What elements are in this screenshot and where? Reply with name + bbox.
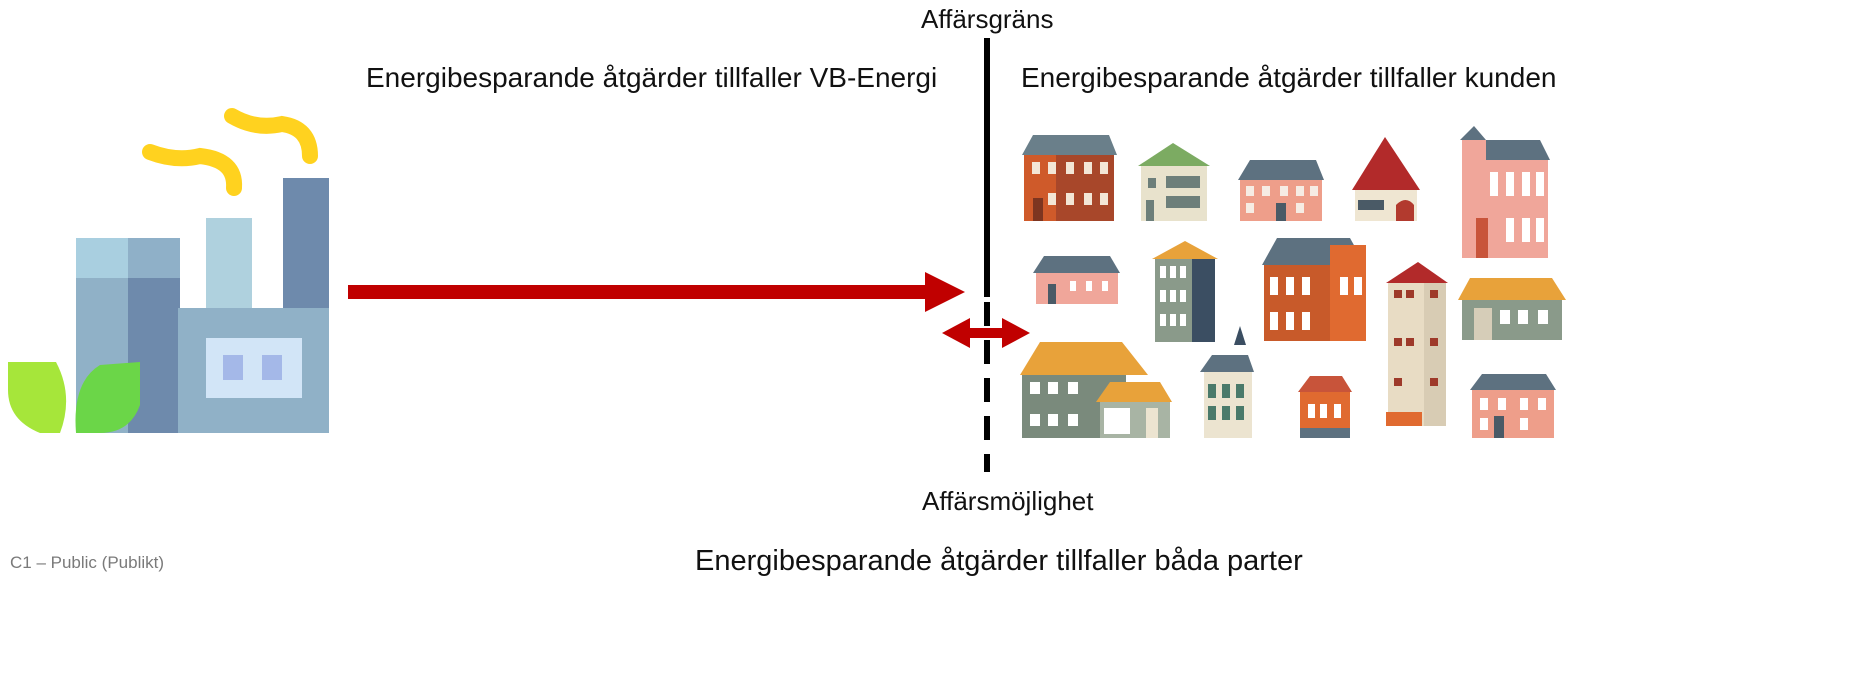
left-side-text: Energibesparande åtgärder tillfaller VB-… bbox=[366, 62, 938, 93]
right-side-text: Energibesparande åtgärder tillfaller kun… bbox=[1021, 62, 1557, 93]
classification-label: C1 – Public (Publikt) bbox=[10, 553, 165, 572]
boundary-label-bottom: Affärsmöjlighet bbox=[922, 486, 1094, 516]
boundary-label-top: Affärsgräns bbox=[921, 4, 1054, 34]
bottom-text: Energibesparande åtgärder tillfaller båd… bbox=[695, 545, 1303, 577]
energy-flow-arrow bbox=[348, 272, 965, 312]
double-headed-arrow bbox=[942, 318, 1030, 348]
houses-cluster-icon bbox=[1020, 126, 1566, 438]
factory-with-leaves-icon bbox=[8, 108, 329, 433]
